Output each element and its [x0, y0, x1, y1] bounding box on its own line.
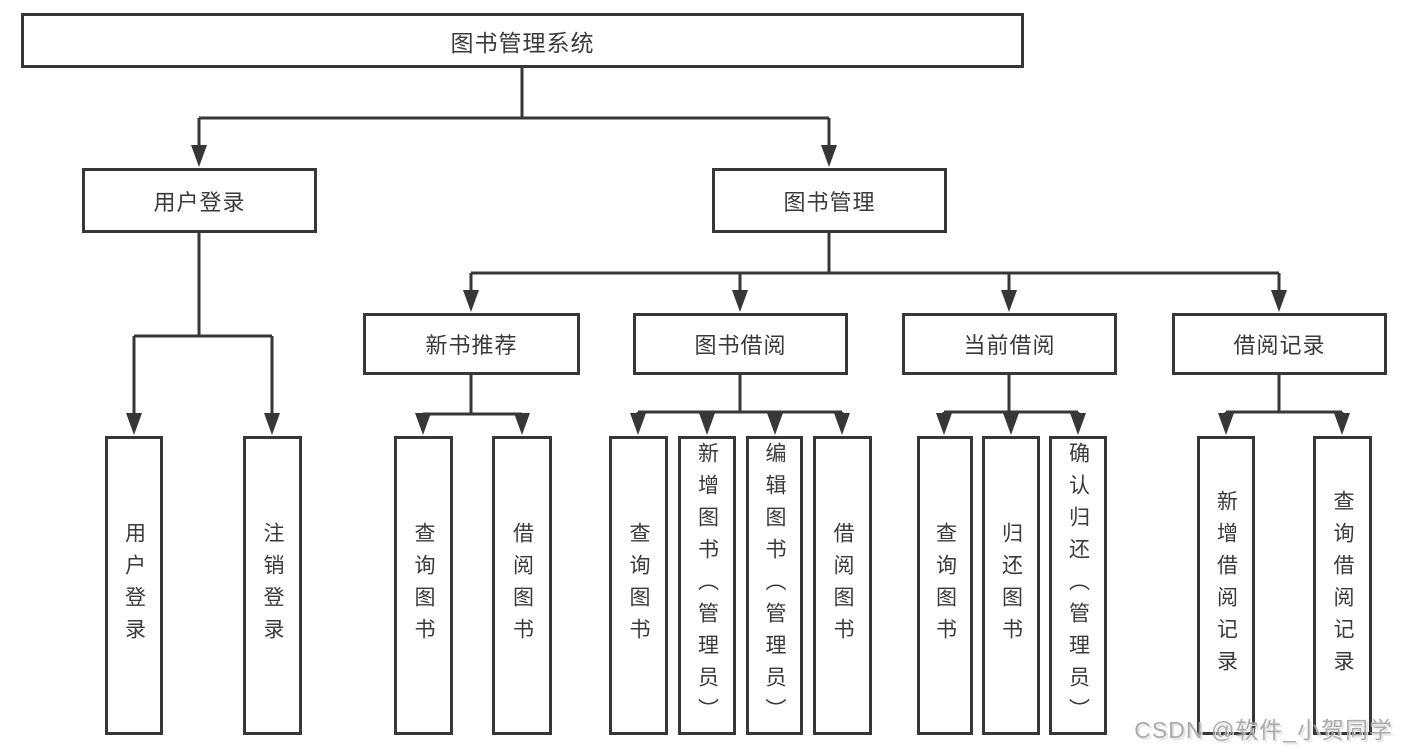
node-user-login-group: 用户登录 [82, 168, 317, 233]
node-label: 注销登录 [261, 521, 284, 650]
node-label: 用户登录 [153, 189, 246, 215]
node-query-book-1: 查询图书 [394, 436, 453, 735]
node-label: 图书管理 [783, 189, 876, 215]
node-edit-book-admin: 编辑图书（管理员） [746, 436, 803, 735]
node-borrow-book-2: 借阅图书 [813, 436, 872, 735]
node-label: 借阅记录 [1233, 333, 1326, 358]
node-book-borrow: 图书借阅 [633, 313, 848, 375]
csdn-watermark: CSDN @软件_小贺同学 [1134, 717, 1393, 743]
node-book-management: 图书管理 [712, 168, 947, 233]
arrowheads [126, 145, 1350, 435]
node-confirm-return-admin: 确认归还（管理员） [1049, 436, 1107, 735]
node-user-login: 用户登录 [105, 436, 163, 735]
node-return-book: 归还图书 [982, 436, 1040, 735]
node-new-book-recommend: 新书推荐 [363, 313, 580, 375]
node-label: 编辑图书（管理员） [763, 441, 786, 730]
node-label: 用户登录 [122, 521, 146, 650]
node-label: 借阅图书 [831, 521, 854, 650]
node-add-borrow-record: 新增借阅记录 [1197, 436, 1255, 735]
node-label: 查询图书 [412, 521, 435, 650]
node-label: 新增借阅记录 [1214, 489, 1238, 682]
node-label: 新增图书（管理员） [695, 441, 719, 730]
node-root: 图书管理系统 [21, 13, 1024, 68]
node-borrow-book-1: 借阅图书 [492, 436, 552, 735]
node-query-book-2: 查询图书 [609, 436, 668, 735]
node-label: 图书管理系统 [450, 29, 595, 56]
node-query-borrow-record: 查询借阅记录 [1313, 436, 1372, 735]
node-add-book-admin: 新增图书（管理员） [678, 436, 736, 735]
node-label: 查询借阅记录 [1331, 489, 1354, 682]
node-query-book-3: 查询图书 [917, 436, 973, 735]
node-logout: 注销登录 [243, 436, 302, 735]
node-label: 归还图书 [999, 521, 1023, 650]
node-label: 借阅图书 [510, 521, 534, 650]
node-borrow-records: 借阅记录 [1172, 313, 1387, 375]
node-label: 当前借阅 [963, 333, 1056, 358]
node-label: 图书借阅 [694, 333, 787, 358]
node-current-borrow: 当前借阅 [902, 313, 1117, 375]
node-label: 查询图书 [933, 521, 957, 650]
node-label: 查询图书 [627, 521, 650, 650]
node-label: 确认归还（管理员） [1066, 441, 1090, 730]
node-label: 新书推荐 [425, 333, 518, 358]
